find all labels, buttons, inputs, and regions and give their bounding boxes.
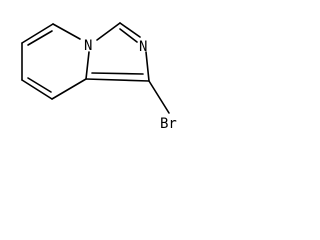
bond-n-c7a xyxy=(85,51,90,80)
bond-c4-n xyxy=(52,23,81,40)
atom-label-bridgehead-nitrogen: N xyxy=(84,38,92,54)
bond-c3-n2 xyxy=(119,22,141,38)
atom-label-imidazole-nitrogen: N xyxy=(139,39,147,55)
chemical-structure-diagram: N N Br xyxy=(21,22,177,132)
bond-c1-c7a-double xyxy=(91,72,144,75)
atom-label-bromine: Br xyxy=(160,116,177,132)
bond-c3-n2-double xyxy=(119,28,138,43)
bond-n-c3 xyxy=(96,22,121,41)
bond-c1-c7a xyxy=(85,78,150,82)
bond-c5-c4 xyxy=(21,23,54,44)
bond-c7a-c7 xyxy=(51,78,87,100)
bond-c1-br xyxy=(148,80,170,114)
bond-n2-c1 xyxy=(145,51,150,82)
bond-c7-c6 xyxy=(21,79,53,100)
bond-c7-c6-double xyxy=(27,77,52,93)
bond-c5-c4-double xyxy=(27,30,53,46)
